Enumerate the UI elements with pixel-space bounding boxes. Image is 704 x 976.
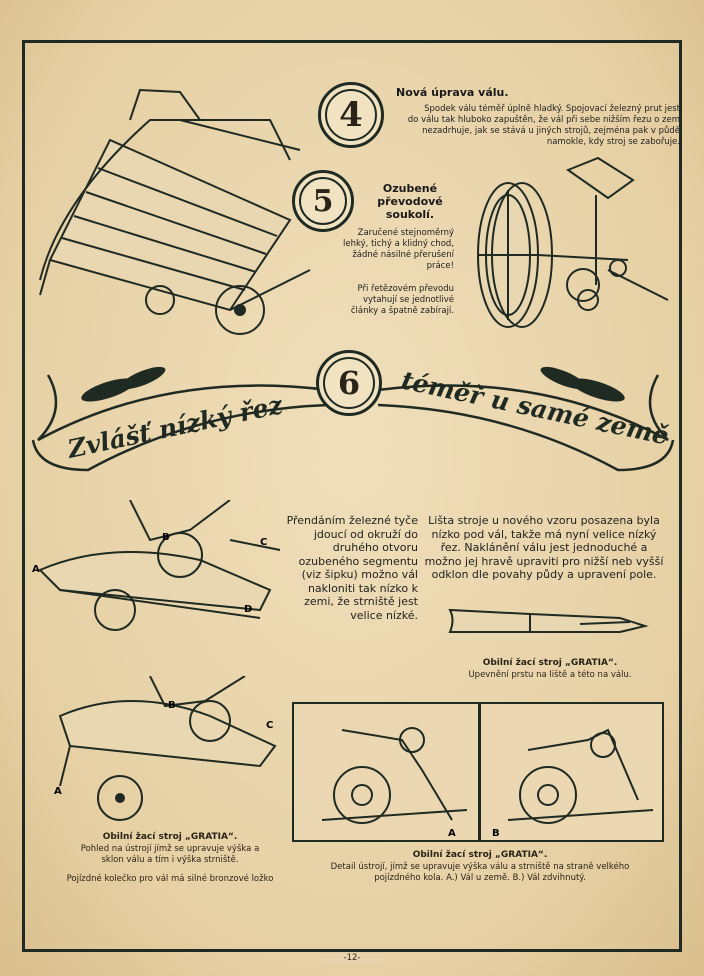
banner-right-text: téměř u samé země [399,366,671,451]
label-b-top: B [162,532,170,543]
label-a-bottom: A [54,786,62,797]
section5-title: Ozubené převodové soukolí. [377,182,443,221]
label-c-bottom: C [266,720,273,731]
number-6-badge: 6 [316,350,382,416]
number-4-badge: 4 [318,82,384,148]
page-frame [22,40,682,952]
number-4: 4 [339,95,363,135]
section4-title: Nová úprava válu. [396,86,509,99]
photo-label-a: A [448,828,456,838]
detail-photo-b: B [492,728,654,838]
number-6: 6 [337,364,361,402]
bottom-left-note: Pojízdné kolečko pro vál má silné bronzo… [66,874,274,884]
label-c-top: C [260,537,267,548]
middle-right-text: Lišta stroje u nového vzoru posazena byl… [424,514,664,581]
label-a-top: A [32,564,40,575]
section4-text: Spodek válu téměř úplně hladký. Spojovac… [407,104,680,147]
reaper-illustration-top [39,88,311,335]
middle-left-text: Přendáním železné tyče jdoucí od okruží … [286,514,418,622]
banner-graphic: Zvlášť nízký řez téměř u samé země [31,366,675,472]
detail-photos-frame: A B [292,702,664,842]
label-d-top: D [244,604,252,615]
number-5: 5 [312,183,334,219]
reaper-illustration-middle: A B C D [32,500,281,631]
finger-caption-title: Obilní žací stroj „GRATIA“. [482,658,618,668]
number-5-badge: 5 [292,170,354,232]
finger-illustration [448,608,649,633]
bottom-right-caption: Detail ústrojí, jímž se upravuje výška v… [330,862,630,883]
photos-divider [478,704,481,840]
bottom-left-caption-title: Obilní žací stroj „GRATIA“. [102,832,238,842]
banner-left-text: Zvlášť nízký řez [64,390,286,464]
detail-photo-a: A [321,727,468,838]
section5-text1: Zaručené stejnoměrný lehký, tichý a klid… [343,228,454,271]
finger-caption: Upevnění prstu na liště a této na válu. [468,670,632,680]
bottom-right-caption-title: Obilní žací stroj „GRATIA“. [412,850,548,860]
photo-label-b: B [492,828,500,838]
label-b-bottom: B [168,700,176,711]
reaper-illustration-bottom: A B C [54,676,277,821]
page-number: -12- [320,953,384,964]
section5-text2: Při řetězovém převodu vytahují se jednot… [350,284,454,316]
bottom-left-caption: Pohled na ústrojí jímž se upravuje výška… [80,844,260,865]
gear-illustration [477,156,669,328]
